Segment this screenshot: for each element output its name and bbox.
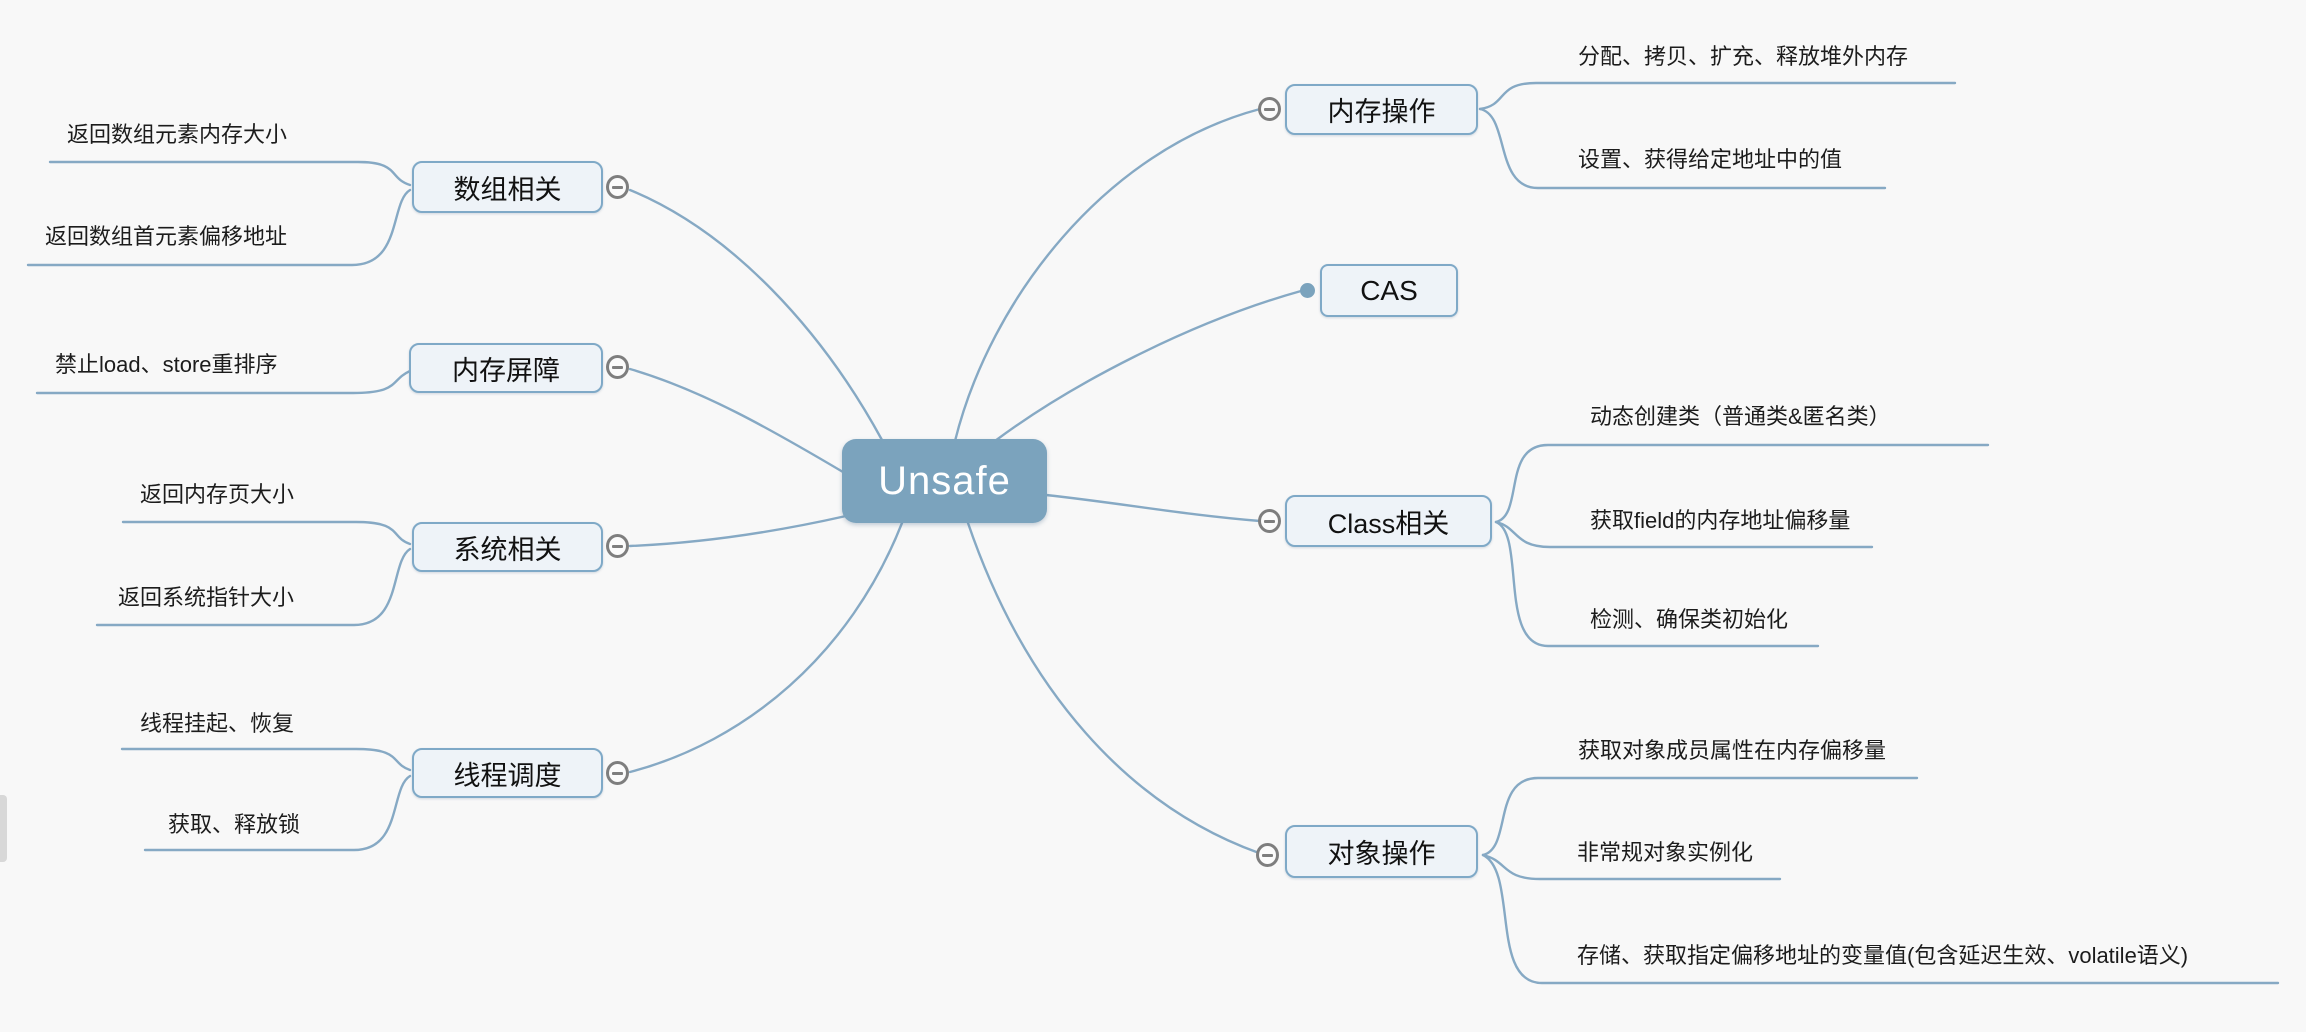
child-topic-label[interactable]: 非常规对象实例化 bbox=[1577, 840, 1754, 865]
child-line bbox=[1494, 520, 1874, 549]
child-topic-label[interactable]: 分配、拷贝、扩充、释放堆外内存 bbox=[1578, 44, 1909, 69]
child-topic-label[interactable]: 线程挂起、恢复 bbox=[140, 711, 295, 736]
child-line bbox=[1478, 107, 1887, 190]
child-topic-label[interactable]: 获取、释放锁 bbox=[168, 812, 301, 837]
collapse-minus-icon[interactable] bbox=[606, 761, 629, 785]
child-topic-label[interactable]: 检测、确保类初始化 bbox=[1590, 607, 1789, 632]
child-topic-label[interactable]: 返回内存页大小 bbox=[140, 482, 295, 507]
child-topic-label[interactable]: 设置、获得给定地址中的值 bbox=[1578, 147, 1843, 172]
minus-glyph bbox=[612, 185, 623, 189]
branch-curve-right-object bbox=[966, 521, 1261, 855]
branch-node-class[interactable]: Class相关 bbox=[1285, 495, 1492, 547]
minus-glyph bbox=[612, 365, 623, 369]
child-line bbox=[1481, 776, 1919, 857]
collapse-minus-icon[interactable] bbox=[606, 534, 629, 558]
minus-glyph bbox=[1262, 853, 1273, 857]
branch-node-thread-sched[interactable]: 线程调度 bbox=[412, 748, 603, 798]
branch-curve-right-class bbox=[1044, 493, 1262, 523]
minus-glyph bbox=[612, 771, 623, 775]
branch-curve-left-barrier bbox=[628, 367, 845, 474]
branch-curve-left-thread bbox=[628, 521, 904, 774]
child-line bbox=[143, 774, 412, 852]
branch-curve-left-system bbox=[628, 514, 848, 548]
collapse-minus-icon[interactable] bbox=[606, 175, 629, 199]
child-topic-label[interactable]: 存储、获取指定偏移地址的变量值(包含延迟生效、volatile语义) bbox=[1577, 943, 2189, 968]
child-line bbox=[1494, 443, 1990, 524]
leaf-anchor-dot-icon bbox=[1300, 283, 1315, 298]
branch-node-cas[interactable]: CAS bbox=[1320, 264, 1458, 317]
child-line bbox=[1494, 520, 1820, 648]
child-line bbox=[35, 369, 412, 395]
child-topic-label[interactable]: 返回数组元素内存大小 bbox=[67, 122, 288, 147]
collapse-minus-icon[interactable] bbox=[1258, 509, 1281, 533]
collapse-minus-icon[interactable] bbox=[606, 355, 629, 379]
scrollbar-stub[interactable] bbox=[0, 795, 7, 862]
child-line bbox=[1481, 853, 2280, 985]
child-topic-label[interactable]: 返回数组首元素偏移地址 bbox=[45, 224, 288, 249]
child-topic-label[interactable]: 返回系统指针大小 bbox=[118, 585, 295, 610]
minus-glyph bbox=[612, 544, 623, 548]
branch-node-array[interactable]: 数组相关 bbox=[412, 161, 603, 213]
child-line bbox=[26, 188, 412, 267]
child-line bbox=[95, 547, 412, 627]
collapse-minus-icon[interactable] bbox=[1256, 843, 1279, 867]
child-line bbox=[1478, 81, 1957, 111]
child-line bbox=[121, 520, 412, 546]
collapse-minus-icon[interactable] bbox=[1258, 97, 1281, 121]
branch-node-system[interactable]: 系统相关 bbox=[412, 522, 603, 572]
branch-node-memory-ops[interactable]: 内存操作 bbox=[1285, 84, 1478, 135]
child-line bbox=[1481, 853, 1782, 881]
child-topic-label[interactable]: 动态创建类（普通类&匿名类） bbox=[1590, 404, 1891, 429]
child-line bbox=[48, 160, 412, 187]
child-topic-label[interactable]: 获取field的内存地址偏移量 bbox=[1590, 508, 1851, 533]
branch-curve-right-cas bbox=[993, 289, 1303, 443]
child-topic-label[interactable]: 获取对象成员属性在内存偏移量 bbox=[1578, 738, 1887, 763]
branch-node-object-ops[interactable]: 对象操作 bbox=[1285, 825, 1478, 878]
minus-glyph bbox=[1264, 107, 1275, 111]
branch-curve-left-array bbox=[628, 188, 884, 442]
child-line bbox=[120, 747, 412, 772]
root-topic-unsafe[interactable]: Unsafe bbox=[842, 439, 1047, 523]
branch-curve-right-memory bbox=[953, 107, 1262, 443]
child-topic-label[interactable]: 禁止load、store重排序 bbox=[55, 352, 278, 377]
branch-node-memory-barrier[interactable]: 内存屏障 bbox=[409, 343, 603, 393]
minus-glyph bbox=[1264, 519, 1275, 523]
